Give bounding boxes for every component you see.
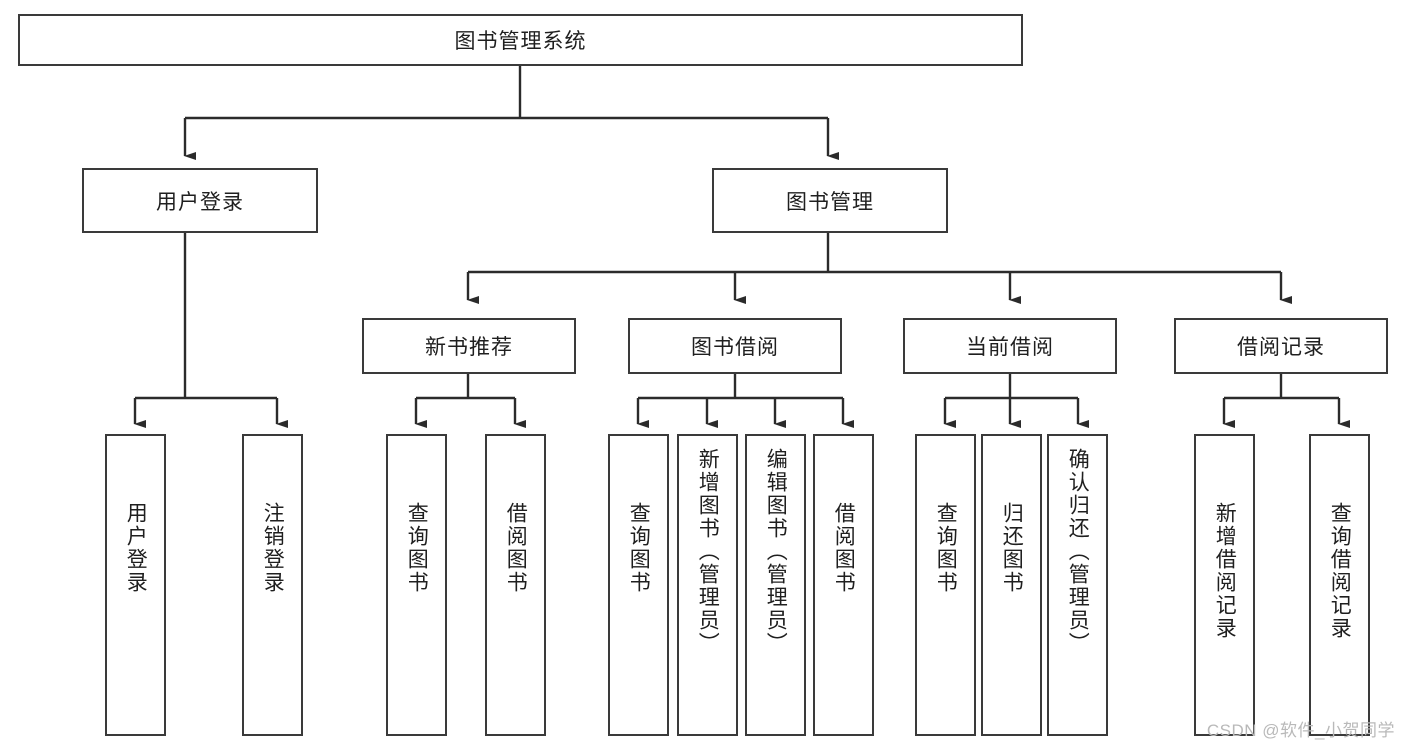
node-user-login[interactable]: 用户登录 [82,168,318,233]
node-label: 新增借阅记录 [1213,502,1237,640]
leaf-user-login[interactable]: 用户登录 [105,434,166,736]
leaf-query-book-recommend[interactable]: 查询图书 [386,434,447,736]
node-current-borrow[interactable]: 当前借阅 [903,318,1117,374]
node-label: 查询图书 [934,502,958,594]
leaf-query-borrow-record[interactable]: 查询借阅记录 [1309,434,1370,736]
leaf-query-book-borrow[interactable]: 查询图书 [608,434,669,736]
leaf-query-book-current[interactable]: 查询图书 [915,434,976,736]
node-label: 图书借阅 [691,336,779,359]
leaf-add-book-admin[interactable]: 新增图书（管理员） [677,434,738,736]
node-label: 注销登录 [261,502,285,594]
node-borrow-record[interactable]: 借阅记录 [1174,318,1388,374]
node-label: 借阅记录 [1237,336,1325,359]
node-label: 确认归还（管理员） [1066,448,1090,655]
leaf-add-borrow-record[interactable]: 新增借阅记录 [1194,434,1255,736]
leaf-borrow-book-recommend[interactable]: 借阅图书 [485,434,546,736]
node-label: 新书推荐 [425,336,513,359]
node-label: 借阅图书 [504,502,528,594]
node-label: 当前借阅 [966,336,1054,359]
node-label: 用户登录 [156,190,244,214]
node-label: 编辑图书（管理员） [764,448,788,655]
node-book-management[interactable]: 图书管理 [712,168,948,233]
node-label: 归还图书 [1000,502,1024,594]
node-new-book-recommend[interactable]: 新书推荐 [362,318,576,374]
leaf-logout[interactable]: 注销登录 [242,434,303,736]
node-book-borrow[interactable]: 图书借阅 [628,318,842,374]
node-label: 查询借阅记录 [1328,502,1352,640]
leaf-return-book[interactable]: 归还图书 [981,434,1042,736]
node-label: 新增图书（管理员） [696,448,720,655]
node-label: 借阅图书 [832,502,856,594]
node-label: 图书管理系统 [454,30,587,53]
node-label: 查询图书 [627,502,651,594]
node-label: 用户登录 [124,502,148,594]
leaf-borrow-book[interactable]: 借阅图书 [813,434,874,736]
node-label: 图书管理 [786,190,874,214]
leaf-edit-book-admin[interactable]: 编辑图书（管理员） [745,434,806,736]
watermark: CSDN @软件_小贺同学 [1206,721,1395,740]
node-label: 查询图书 [405,502,429,594]
node-root-book-management-system[interactable]: 图书管理系统 [18,14,1023,66]
leaf-confirm-return-admin[interactable]: 确认归还（管理员） [1047,434,1108,736]
